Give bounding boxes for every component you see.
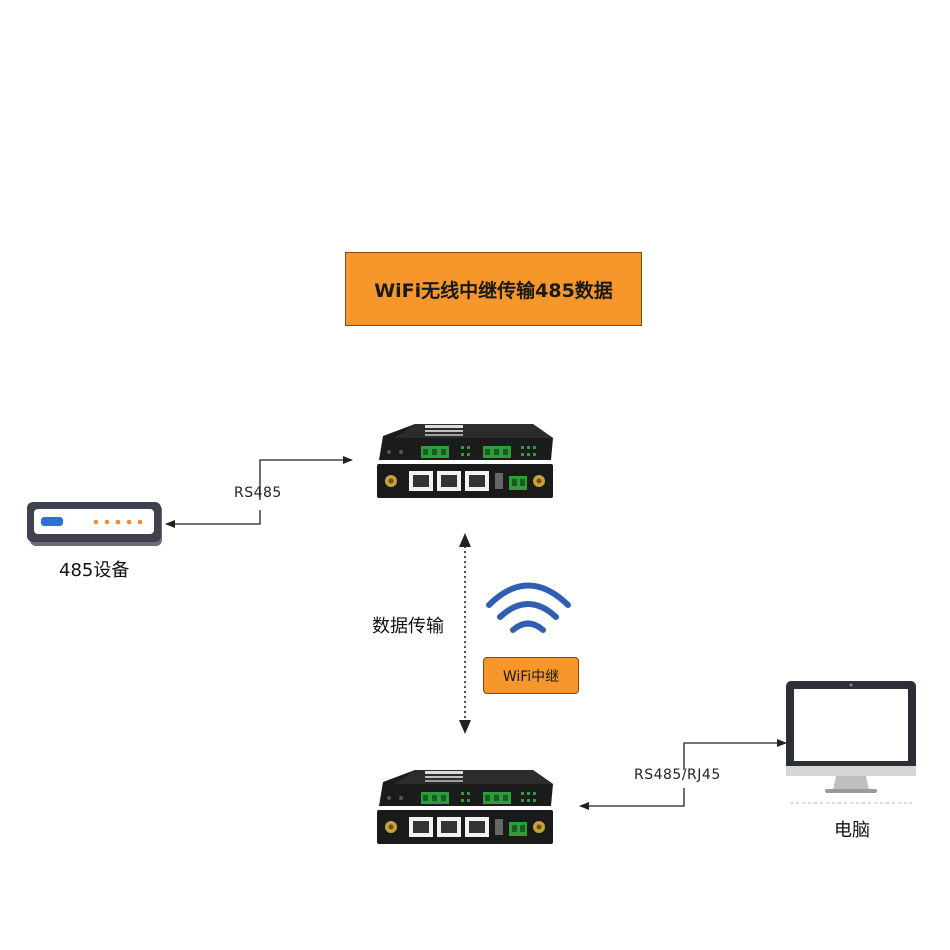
computer-label: 电脑	[834, 820, 870, 841]
wifi-relay-tag: WiFi中继	[483, 657, 579, 694]
router-icon	[377, 424, 553, 498]
router-icon	[377, 770, 553, 844]
data-transmission-link	[459, 533, 471, 734]
wifi-icon	[486, 582, 571, 633]
rs485-rj45-label: RS485/RJ45	[634, 767, 721, 783]
485-device-icon	[27, 502, 162, 546]
rs485-rj45-link	[579, 739, 787, 810]
485-device-label: 485设备	[59, 560, 130, 581]
rs485-link	[165, 456, 353, 528]
rs485-label: RS485	[234, 485, 282, 501]
diagram-title: WiFi无线中继传输485数据	[345, 252, 642, 326]
data-transmission-label: 数据传输	[372, 616, 444, 637]
computer-monitor-icon	[786, 681, 916, 804]
